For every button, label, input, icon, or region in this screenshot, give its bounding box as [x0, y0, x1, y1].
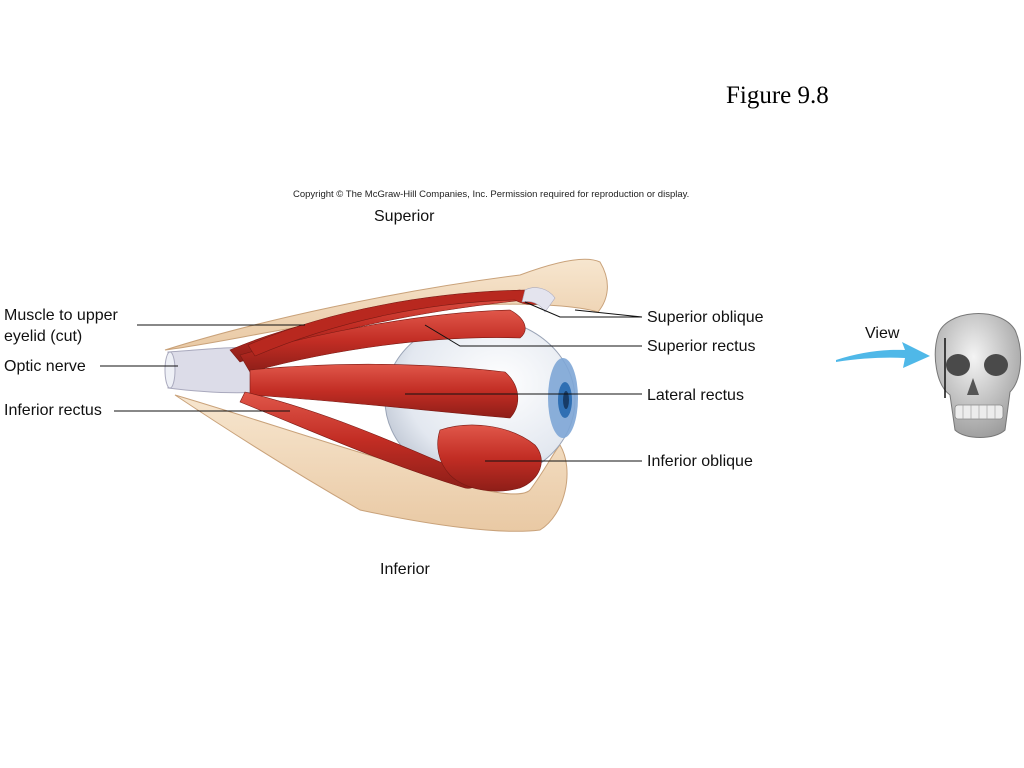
skull-inset: [934, 313, 1022, 438]
inferior-oblique-muscle: [437, 424, 542, 492]
lateral-rectus-muscle: [249, 363, 518, 419]
leader-superior-oblique-2: [574, 309, 643, 318]
inferior-label: Inferior: [380, 561, 430, 578]
superior-rectus-muscle: [239, 309, 526, 373]
label-inferior-oblique: Inferior oblique: [647, 453, 753, 470]
copyright-notice: Copyright © The McGraw-Hill Companies, I…: [293, 189, 690, 200]
leader-superior-rectus: [424, 324, 642, 347]
label-optic-nerve: Optic nerve: [4, 358, 86, 375]
label-superior-oblique: Superior oblique: [647, 309, 764, 326]
label-inferior-rectus: Inferior rectus: [4, 402, 102, 419]
label-superior-rectus: Superior rectus: [647, 338, 756, 355]
leader-superior-oblique: [524, 301, 642, 318]
label-muscle-upper-eyelid-line2: eyelid (cut): [4, 328, 83, 345]
pupil: [563, 391, 569, 409]
view-arrow-icon: [836, 342, 930, 368]
orbit-bone-inferior: [174, 394, 568, 532]
label-lateral-rectus: Lateral rectus: [647, 387, 744, 404]
view-label: View: [865, 325, 900, 342]
label-muscle-upper-eyelid-line1: Muscle to upper: [4, 307, 118, 324]
figure-title: Figure 9.8: [726, 82, 829, 109]
superior-label: Superior: [374, 208, 435, 225]
leader-lines: [100, 301, 643, 462]
superior-oblique-muscle: [247, 289, 549, 357]
optic-nerve-end: [164, 351, 176, 389]
superior-oblique-tendon: [521, 287, 556, 313]
